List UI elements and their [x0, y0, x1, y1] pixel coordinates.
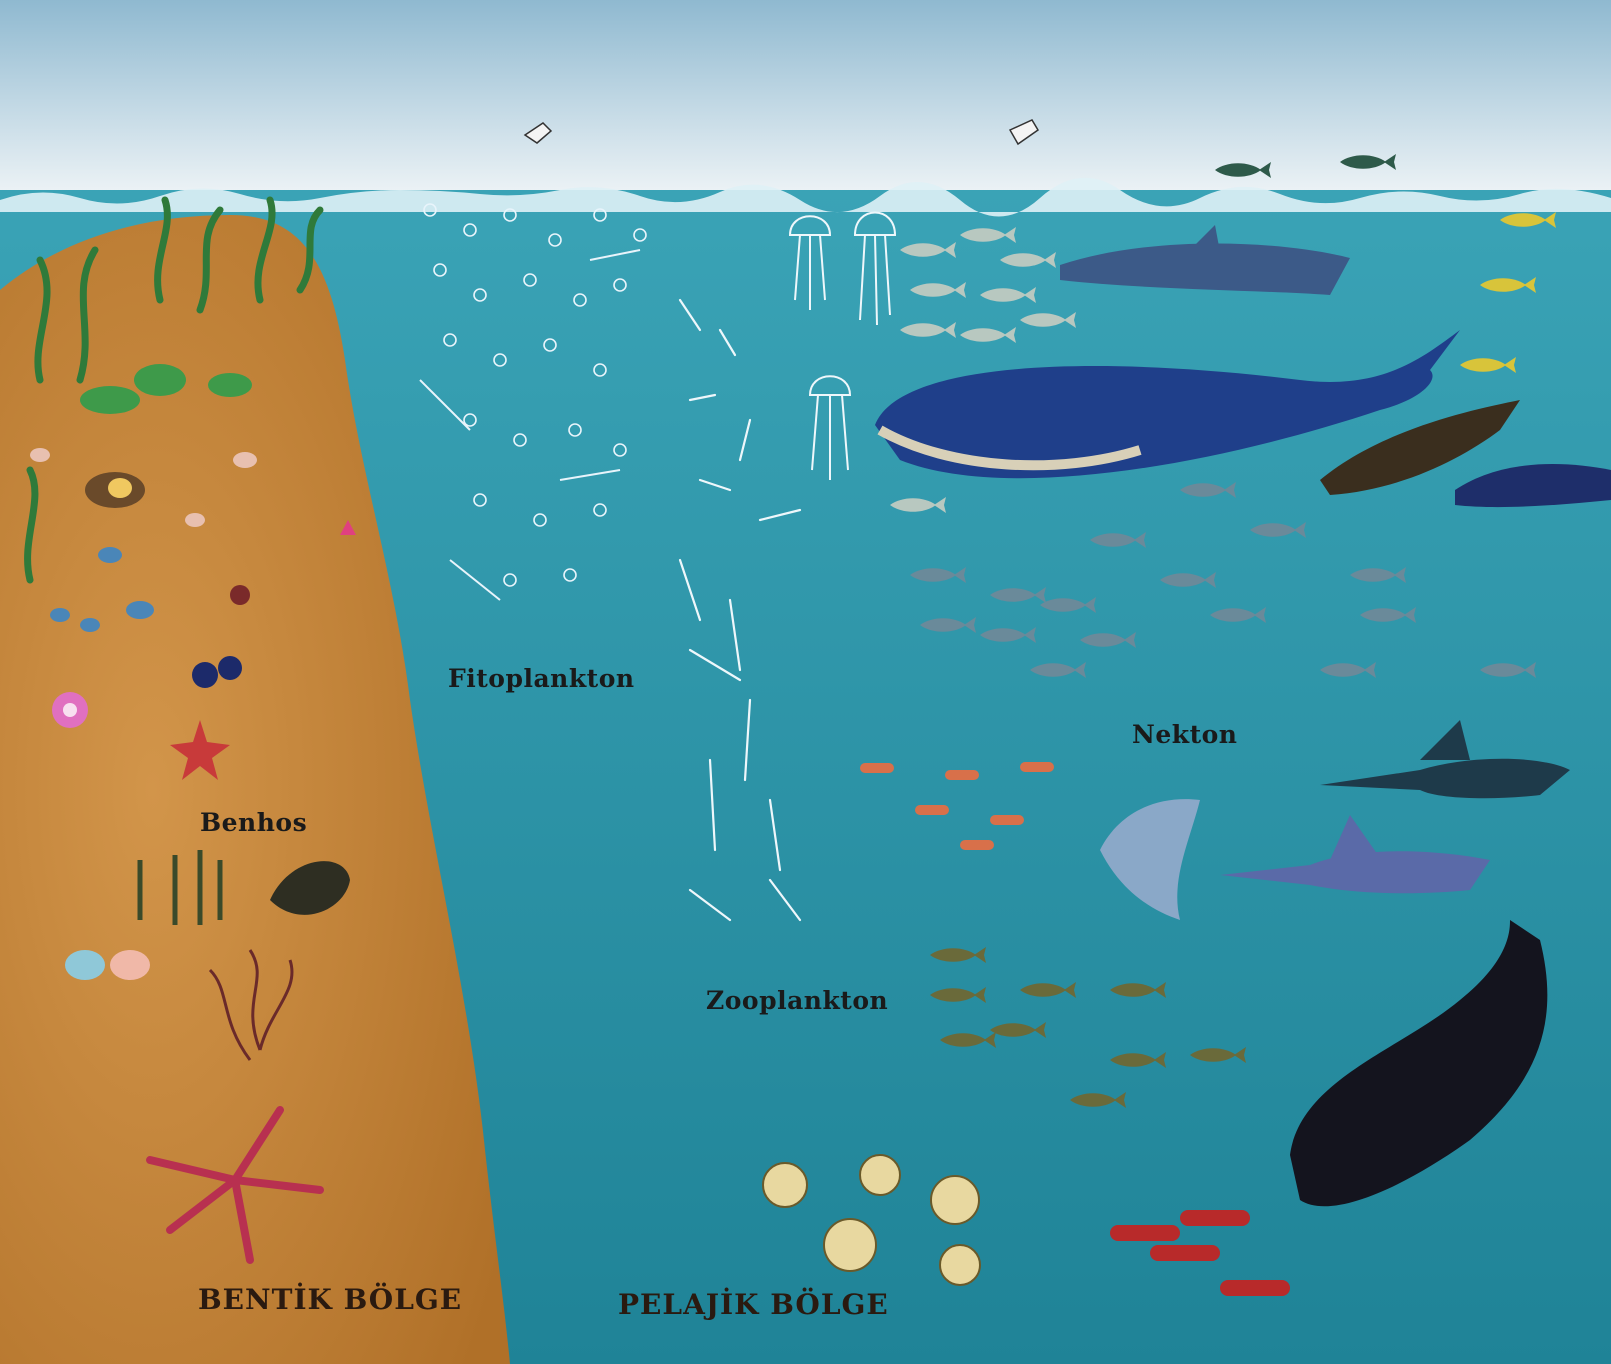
- label-pelajik-bolge: PELAJİK BÖLGE: [618, 1288, 889, 1321]
- label-bentik-bolge: BENTİK BÖLGE: [198, 1283, 462, 1316]
- label-fitoplankton: Fitoplankton: [448, 664, 635, 693]
- label-benhos: Benhos: [200, 808, 307, 837]
- label-zooplankton: Zooplankton: [706, 986, 888, 1015]
- label-nekton: Nekton: [1132, 720, 1237, 749]
